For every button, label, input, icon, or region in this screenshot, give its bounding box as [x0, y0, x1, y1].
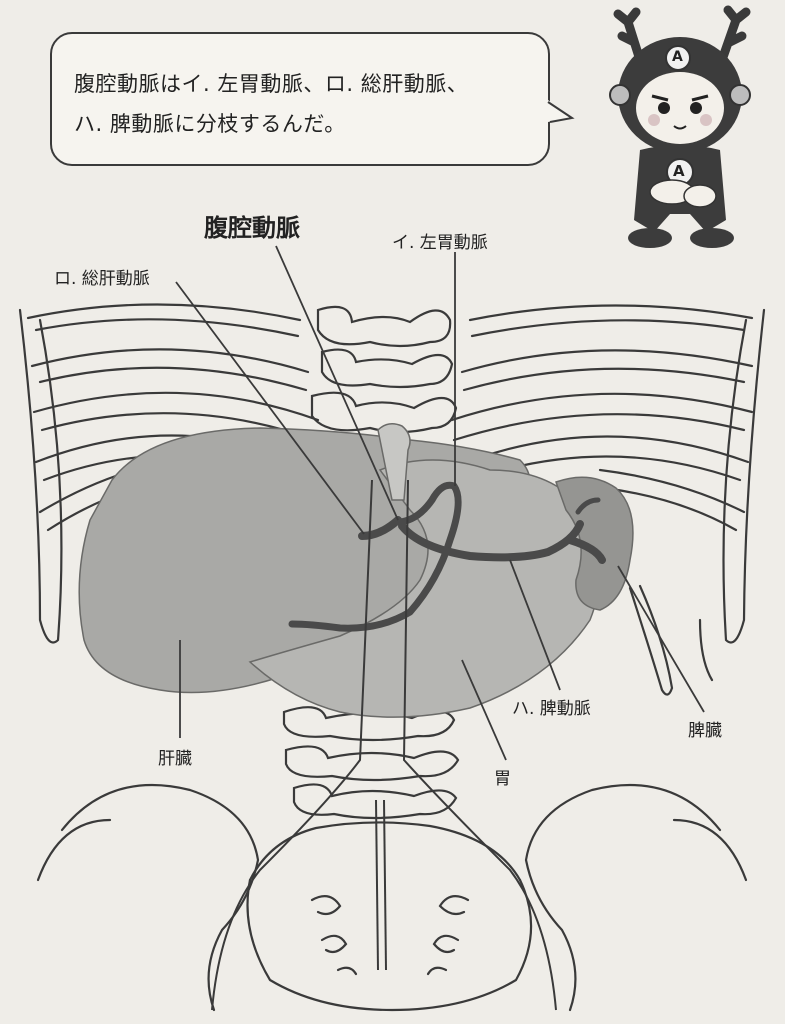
mascot-chest-letter: A: [673, 162, 685, 180]
leader-common-hepatic-artery: [175, 281, 365, 535]
label-left-gastric-artery: イ. 左胃動脈: [392, 233, 488, 253]
spine: [282, 305, 460, 820]
label-liver: 肝臓: [158, 749, 192, 769]
spleen-shape: [555, 476, 634, 611]
speech-bubble: [50, 32, 550, 166]
speech-bubble-tail: [547, 100, 575, 123]
label-stomach: 胃: [494, 769, 511, 789]
left-gastric-artery-vessel: [288, 481, 462, 632]
speech-line-1: 腹腔動脈はイ. 左胃動脈、ロ. 総肝動脈、: [74, 72, 469, 96]
pelvis: [36, 783, 748, 1012]
leader-stomach: [461, 659, 507, 761]
label-common-hepatic-artery: ロ. 総肝動脈: [54, 269, 150, 289]
common-hepatic-artery-vessel: [358, 516, 402, 540]
leader-splenic-artery: [509, 559, 561, 691]
label-celiac-artery: 腹腔動脈: [204, 214, 300, 242]
speech-bubble-text: 腹腔動脈はイ. 左胃動脈、ロ. 総肝動脈、 ハ. 脾動脈に分枝するんだ。: [74, 64, 544, 144]
leader-celiac-artery: [275, 245, 399, 521]
label-splenic-artery: ハ. 脾動脈: [512, 699, 591, 719]
leader-spleen: [617, 565, 705, 713]
label-spleen: 脾臓: [688, 721, 722, 741]
mascot-helmet-letter: A: [672, 49, 683, 65]
splenic-artery-vessel: [398, 520, 606, 564]
aorta-shape: [377, 423, 411, 501]
arteries: [288, 481, 606, 632]
speech-line-2: ハ. 脾動脈に分枝するんだ。: [74, 112, 346, 136]
